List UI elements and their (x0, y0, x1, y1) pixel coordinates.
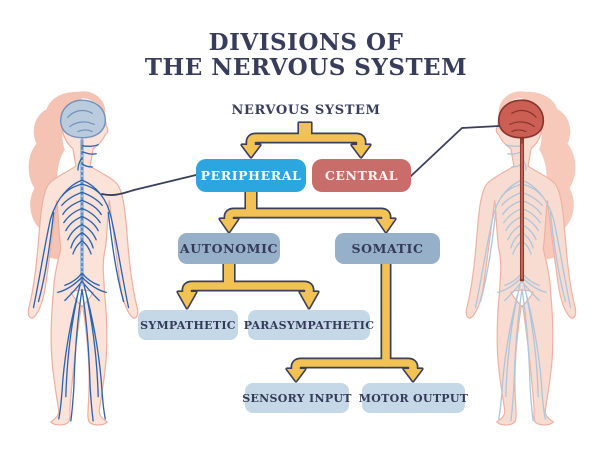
arrow-fills (183, 134, 417, 376)
arrowheads (178, 123, 422, 381)
node-sensory-input: SENSORY INPUT (242, 383, 351, 413)
root-node-label: NERVOUS SYSTEM (231, 103, 381, 118)
node-autonomic: AUTONOMIC (178, 233, 280, 264)
left-figure (27, 91, 139, 426)
node-central: CENTRAL (312, 159, 411, 192)
peripheral-nervous-system-body-icon (27, 91, 139, 426)
title-line-1: DIVISIONS OF (208, 29, 404, 56)
page-title: DIVISIONS OF THE NERVOUS SYSTEM (0, 30, 612, 80)
pointer-line-peripheral (101, 174, 197, 196)
node-somatic: SOMATIC (335, 233, 440, 264)
right-figure (465, 91, 577, 426)
node-sympathetic: SYMPATHETIC (138, 310, 238, 340)
node-motor-output: MOTOR OUTPUT (359, 383, 468, 413)
pointer-line-central (410, 125, 500, 177)
node-parasympathetic: PARASYMPATHETIC (244, 310, 374, 340)
title-line-2: THE NERVOUS SYSTEM (144, 54, 468, 81)
figure-pointer-lines (101, 125, 500, 196)
central-nervous-system-body-icon (465, 91, 577, 426)
node-peripheral: PERIPHERAL (196, 159, 306, 192)
